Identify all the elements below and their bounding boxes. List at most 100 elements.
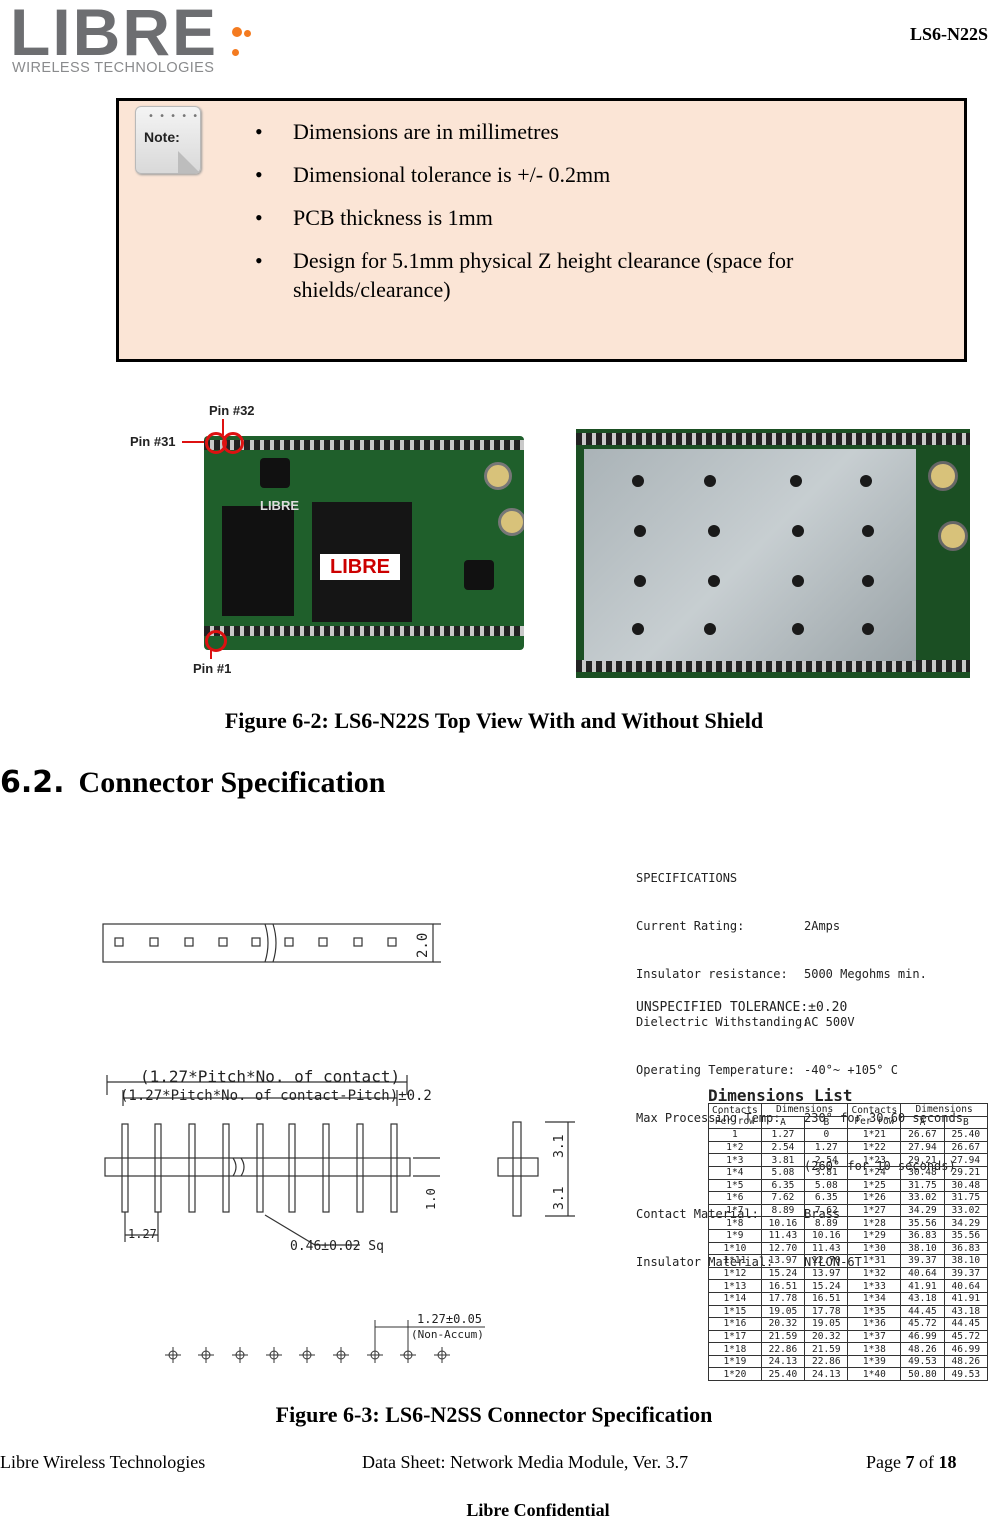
board-silkscreen: LIBRE	[260, 498, 299, 513]
document-code: LS6-N22S	[909, 24, 988, 44]
dimensions-cell: 30.48	[900, 1165, 945, 1180]
dimensions-cell: 21.59	[760, 1329, 806, 1344]
dimensions-cell: 12.70	[804, 1254, 849, 1268]
dimensions-cell: 38.10	[943, 1254, 988, 1268]
logo-tagline: WIRELESS TECHNOLOGIES	[12, 60, 215, 76]
section-heading: 6.2.Connector Specification	[0, 765, 385, 800]
dimensions-cell: 15.24	[804, 1279, 849, 1293]
dimensions-cell: 1*11	[708, 1254, 762, 1268]
dimensions-cell: 27.94	[943, 1153, 988, 1167]
dimensions-cell: 1*6	[708, 1191, 762, 1205]
dimensions-cell: 41.91	[943, 1291, 988, 1306]
dimensions-cell: 16.51	[804, 1291, 849, 1306]
pin-size-dim: 0.46±0.02 Sq	[290, 1239, 384, 1254]
dimensions-cell: 34.29	[943, 1216, 988, 1230]
pitch-dim: 1.27	[128, 1227, 157, 1241]
dimensions-cell: 1*8	[708, 1216, 762, 1230]
dimensions-cell: 49.53	[943, 1367, 988, 1382]
dimensions-cell: 33.02	[900, 1191, 945, 1205]
dimensions-cell: 43.18	[943, 1304, 988, 1319]
note-item: Design for 5.1mm physical Z height clear…	[255, 246, 913, 304]
dimensions-cell: 45.72	[943, 1329, 988, 1344]
length-formula-top: (1.27*Pitch*No. of contact)	[140, 1067, 400, 1086]
dimensions-cell: 1*10	[708, 1241, 762, 1256]
dimensions-cell: 49.53	[900, 1354, 945, 1369]
dimensions-cell: 16.51	[760, 1279, 806, 1293]
dimensions-cell: 10.16	[804, 1228, 849, 1243]
dimensions-cell: 1*23	[847, 1153, 902, 1167]
dimensions-cell: 1*21	[847, 1128, 902, 1142]
height-dim: 2.0	[415, 933, 431, 958]
dimensions-cell: 40.64	[943, 1279, 988, 1293]
contacts-header: Contacts Per row	[847, 1102, 902, 1130]
note-item: Dimensions are in millimetres	[255, 117, 913, 146]
connector-footprint	[165, 1320, 485, 1363]
dimensions-table: Contacts Per row Dimensions Contacts Per…	[708, 1102, 988, 1382]
dimensions-cell: 15.24	[760, 1266, 806, 1281]
dimensions-cell: 1*4	[708, 1165, 762, 1180]
dimensions-cell: 27.94	[900, 1140, 945, 1155]
dimensions-cell: 36.83	[900, 1228, 945, 1243]
pin1-label: Pin #1	[193, 661, 232, 676]
dimensions-cell: 20.32	[804, 1329, 849, 1344]
spec-row: Dielectric Withstanding:AC 500V	[636, 1015, 855, 1029]
chip-label: LIBRE	[320, 554, 400, 580]
note-icon: • • • • • Note:	[135, 106, 201, 174]
dimensions-cell: 38.10	[900, 1241, 945, 1256]
dimensions-cell: 50.80	[900, 1367, 945, 1382]
figure-6-2-caption: Figure 6-2: LS6-N22S Top View With and W…	[224, 708, 764, 733]
dimensions-cell: 1*24	[847, 1165, 902, 1180]
dimensions-cell: 26.67	[943, 1140, 988, 1155]
dimensions-cell: 1	[708, 1128, 762, 1142]
dimensions-cell: 25.40	[943, 1128, 988, 1142]
logo-wordmark: LIBRE	[10, 0, 218, 69]
dimensions-cell: 1*37	[847, 1329, 902, 1344]
dimensions-cell: 35.56	[943, 1228, 988, 1243]
dimensions-cell: 48.26	[943, 1354, 988, 1369]
dimensions-header: Dimensions	[900, 1103, 988, 1117]
col-a-header: A	[900, 1115, 945, 1130]
contacts-header: Contacts Per row	[708, 1102, 762, 1130]
dimensions-cell: 1*17	[708, 1329, 762, 1344]
dimensions-cell: 3.81	[760, 1153, 806, 1167]
dimensions-cell: 7.62	[804, 1203, 849, 1218]
dimensions-cell: 22.86	[804, 1354, 849, 1369]
pin31-label: Pin #31	[130, 434, 176, 449]
dimensions-cell: 2.54	[804, 1153, 849, 1167]
dimensions-cell: 1*18	[708, 1342, 762, 1356]
dimensions-cell: 45.72	[900, 1317, 945, 1331]
dimensions-cell: 1*19	[708, 1354, 762, 1369]
footer-page-number: Page 7 of 18	[866, 1452, 957, 1472]
dimensions-cell: 1*33	[847, 1279, 902, 1293]
dimensions-cell: 1*3	[708, 1153, 762, 1167]
dimensions-cell: 20.32	[760, 1317, 806, 1331]
board-dim: 1.0	[424, 1188, 438, 1210]
dimensions-cell: 5.08	[760, 1165, 806, 1180]
module-photo-with-shield	[576, 429, 970, 678]
dimensions-cell: 1*36	[847, 1317, 902, 1331]
dimensions-cell: 8.89	[760, 1203, 806, 1218]
dimensions-cell: 1*39	[847, 1354, 902, 1369]
dimensions-cell: 36.83	[943, 1241, 988, 1256]
dimensions-cell: 1*16	[708, 1317, 762, 1331]
dimensions-cell: 1*27	[847, 1203, 902, 1218]
specifications-title: SPECIFICATIONS	[636, 871, 738, 885]
dimensions-cell: 39.37	[900, 1254, 945, 1268]
dimensions-cell: 19.05	[760, 1304, 806, 1319]
col-b-header: B	[943, 1115, 988, 1130]
dimensions-cell: 39.37	[943, 1266, 988, 1281]
side-dim-top: 3.1	[552, 1135, 567, 1158]
dimensions-cell: 1*28	[847, 1216, 902, 1230]
dimensions-cell: 29.21	[900, 1153, 945, 1167]
